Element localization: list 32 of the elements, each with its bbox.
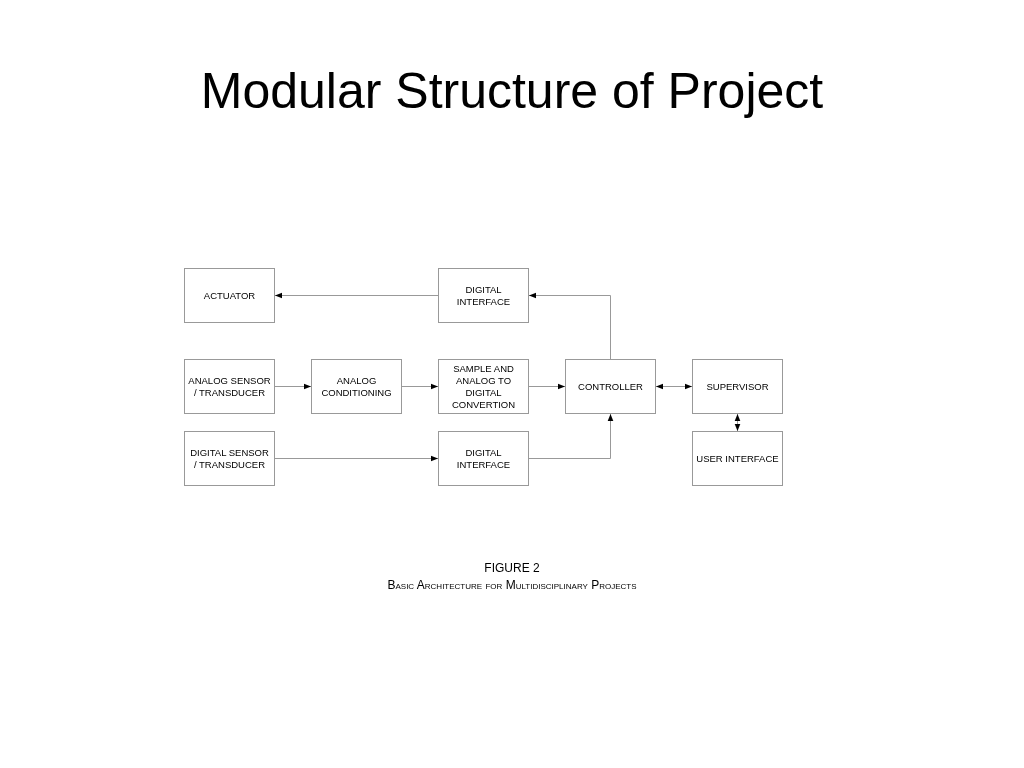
arrow xyxy=(401,383,439,390)
figure-number: FIGURE 2 xyxy=(484,561,540,575)
process-box xyxy=(438,431,529,486)
box-label: DIGITAL INTERFACE xyxy=(455,283,512,308)
process-box xyxy=(184,359,275,414)
arrow xyxy=(655,383,693,390)
arrow xyxy=(274,455,439,462)
box-label: DIGITAL SENSOR / TRANSDUCER xyxy=(189,446,270,471)
arrow xyxy=(528,413,614,459)
process-box xyxy=(184,268,275,323)
arrow xyxy=(274,292,439,299)
process-box xyxy=(692,431,783,486)
process-box xyxy=(565,359,656,414)
process-box xyxy=(184,431,275,486)
process-box xyxy=(438,359,529,414)
box-label: DIGITAL INTERFACE xyxy=(455,446,512,471)
box-label: ACTUATOR xyxy=(203,289,256,302)
arrow xyxy=(528,383,566,390)
process-box xyxy=(438,268,529,323)
process-box xyxy=(311,359,402,414)
arrow xyxy=(528,292,611,360)
slide-title: Modular Structure of Project xyxy=(199,62,825,120)
box-label: ANALOG SENSOR / TRANSDUCER xyxy=(188,374,271,399)
box-label: CONTROLLER xyxy=(578,380,643,393)
arrow xyxy=(734,413,741,432)
figure-caption: Basic Architecture for Multidisciplinary Projects xyxy=(387,578,637,592)
box-label: ANALOG CONDITIONING xyxy=(320,374,393,399)
box-label: SAMPLE AND ANALOG TO DIGITAL CONVERTION xyxy=(450,362,517,411)
arrow xyxy=(274,383,312,390)
box-label: USER INTERFACE xyxy=(696,452,779,465)
process-box xyxy=(692,359,783,414)
box-label: SUPERVISOR xyxy=(706,380,769,393)
